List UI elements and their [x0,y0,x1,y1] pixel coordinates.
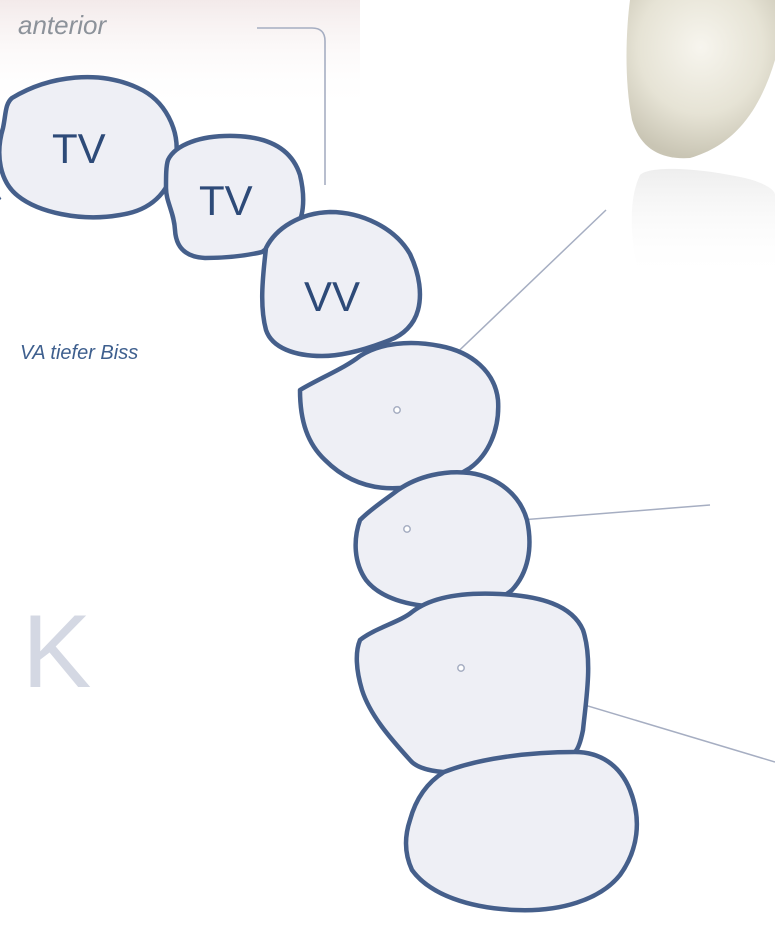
tooth-2-label: TV [199,177,253,224]
tooth-photo [626,0,775,280]
leader-dot-2 [403,525,411,533]
tooth-6 [354,591,591,775]
leader-dot-1 [393,406,401,414]
tooth-photo-reflection [631,168,775,280]
tooth-3-label: VV [304,273,360,320]
leader-dot-3 [457,664,465,672]
tooth-3 [260,209,423,359]
tooth-1 [0,74,179,220]
anterior-label: anterior [18,10,107,40]
tooth-4 [297,340,501,491]
tooth-7 [403,749,640,913]
subtitle-label: VA tiefer Biss [20,342,139,364]
tooth-5 [353,470,532,610]
anterior-leader-line [257,27,326,185]
section-letter: K [22,594,92,710]
tooth-1-label: TV [52,125,106,172]
